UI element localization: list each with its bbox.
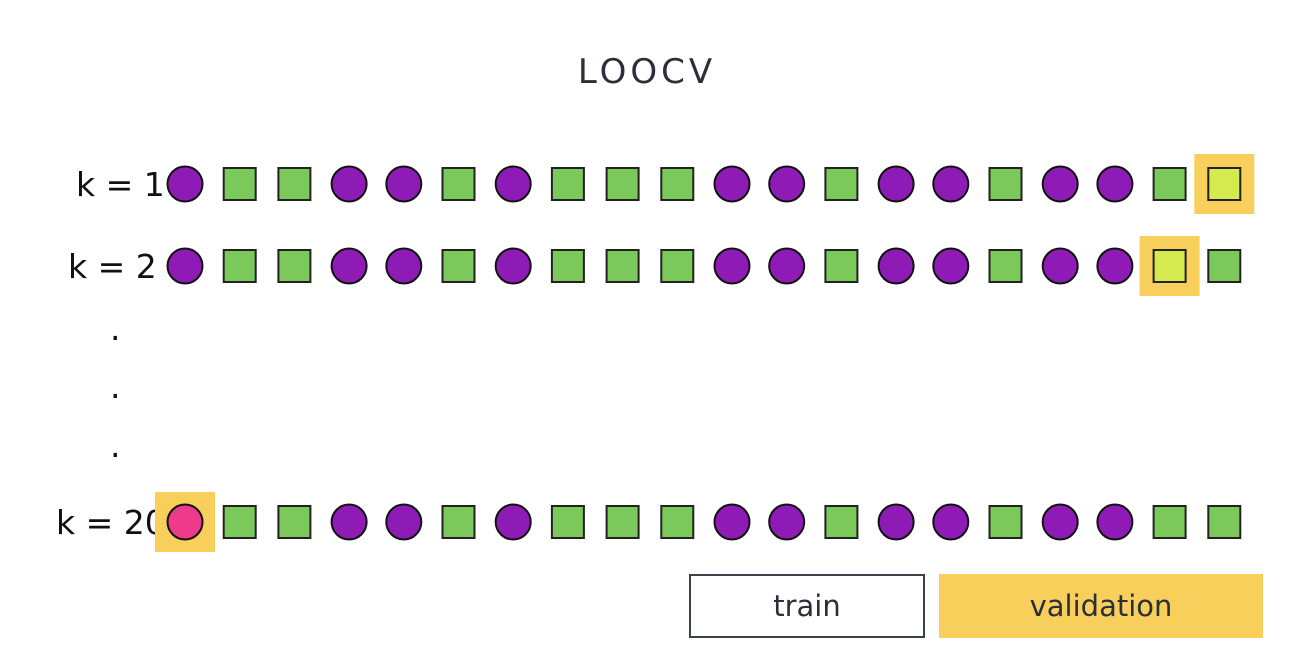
train-circle	[166, 165, 204, 203]
train-square	[441, 249, 476, 283]
train-square	[988, 505, 1023, 539]
train-circle	[932, 165, 970, 203]
validation-circle	[166, 503, 204, 541]
ellipsis-dot: .	[110, 426, 121, 465]
train-circle	[1096, 165, 1134, 203]
train-circle	[768, 165, 806, 203]
train-square	[222, 505, 257, 539]
train-square	[605, 505, 640, 539]
train-circle	[1096, 247, 1134, 285]
legend-train-label: train	[773, 589, 841, 623]
ellipsis-dot: .	[110, 309, 121, 348]
row-label: k = 2	[68, 247, 157, 286]
train-square	[660, 505, 695, 539]
legend-validation-label: validation	[1029, 589, 1173, 623]
train-circle	[1041, 247, 1079, 285]
train-circle	[385, 165, 423, 203]
train-circle	[713, 165, 751, 203]
train-circle	[713, 247, 751, 285]
train-circle	[330, 247, 368, 285]
train-square	[441, 167, 476, 201]
train-circle	[768, 503, 806, 541]
train-circle	[877, 503, 915, 541]
train-circle	[494, 503, 532, 541]
train-square	[660, 249, 695, 283]
row-label: k = 20	[56, 503, 166, 542]
train-square	[441, 505, 476, 539]
train-circle	[494, 247, 532, 285]
train-square	[550, 249, 585, 283]
train-circle	[713, 503, 751, 541]
legend-validation: validation	[939, 574, 1263, 638]
train-circle	[768, 247, 806, 285]
ellipsis-dot: .	[110, 367, 121, 406]
train-square	[1152, 505, 1187, 539]
validation-square	[1152, 249, 1187, 283]
train-circle	[932, 503, 970, 541]
train-circle	[932, 247, 970, 285]
legend-train: train	[689, 574, 925, 638]
train-square	[1207, 249, 1242, 283]
train-square	[988, 167, 1023, 201]
train-square	[605, 167, 640, 201]
train-square	[222, 249, 257, 283]
train-circle	[1041, 165, 1079, 203]
train-square	[988, 249, 1023, 283]
train-square	[824, 167, 859, 201]
train-circle	[330, 165, 368, 203]
train-circle	[385, 503, 423, 541]
train-square	[550, 167, 585, 201]
train-square	[660, 167, 695, 201]
train-circle	[166, 247, 204, 285]
train-circle	[330, 503, 368, 541]
train-circle	[385, 247, 423, 285]
train-square	[277, 505, 312, 539]
train-circle	[1096, 503, 1134, 541]
row-label: k = 1	[76, 165, 165, 204]
train-square	[824, 505, 859, 539]
validation-square	[1207, 167, 1242, 201]
diagram-title: LOOCV	[577, 52, 717, 92]
train-circle	[877, 247, 915, 285]
train-square	[550, 505, 585, 539]
train-square	[824, 249, 859, 283]
train-circle	[494, 165, 532, 203]
train-square	[277, 167, 312, 201]
train-square	[222, 167, 257, 201]
train-square	[605, 249, 640, 283]
train-square	[1152, 167, 1187, 201]
train-square	[277, 249, 312, 283]
train-circle	[877, 165, 915, 203]
train-circle	[1041, 503, 1079, 541]
train-square	[1207, 505, 1242, 539]
